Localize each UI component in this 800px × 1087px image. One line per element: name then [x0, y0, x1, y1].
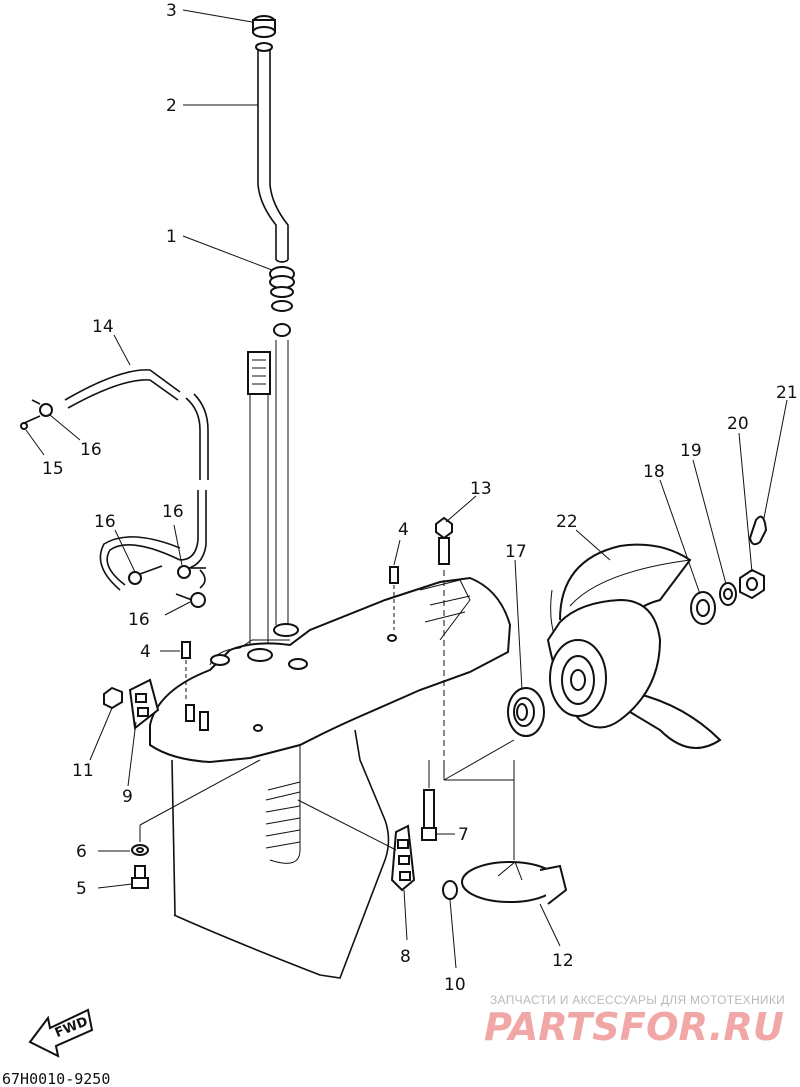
callout-7: 7 — [458, 825, 469, 845]
hose-assembly — [20, 369, 209, 608]
callout-12: 12 — [552, 951, 574, 971]
callout-13: 13 — [470, 479, 492, 499]
callout-1: 1 — [166, 227, 177, 247]
bolt-5-washer-6 — [131, 759, 261, 889]
callout-3: 3 — [166, 1, 177, 21]
callout-18: 18 — [643, 462, 665, 482]
callout-9: 9 — [122, 787, 133, 807]
fwd-arrow: FWD — [28, 1008, 94, 1058]
callout-4-right: 4 — [398, 520, 409, 540]
callout-16-top: 16 — [80, 440, 102, 460]
callout-8: 8 — [400, 947, 411, 967]
callout-6: 6 — [76, 842, 87, 862]
callout-20: 20 — [727, 414, 749, 434]
watermark: ЗАПЧАСТИ И АКСЕССУАРЫ ДЛЯ МОТОТЕХНИКИ PA… — [484, 993, 785, 1049]
callout-2: 2 — [166, 96, 177, 116]
callout-4-left: 4 — [140, 642, 151, 662]
gear-housing — [149, 576, 512, 979]
callout-22: 22 — [556, 512, 578, 532]
bolt-7 — [421, 760, 437, 841]
trim-tab-12 — [461, 760, 568, 905]
watermark-caption: ЗАПЧАСТИ И АКСЕССУАРЫ ДЛЯ МОТОТЕХНИКИ — [490, 993, 785, 1007]
callout-19: 19 — [680, 441, 702, 461]
drive-shaft — [247, 351, 271, 650]
dowel-pins — [181, 566, 399, 700]
bolt-10 — [418, 872, 458, 900]
callout-16-mid: 16 — [162, 502, 184, 522]
callout-10: 10 — [444, 975, 466, 995]
water-tube-assembly — [252, 15, 295, 625]
callout-15: 15 — [42, 459, 64, 479]
callout-5: 5 — [76, 879, 87, 899]
bolt-13 — [435, 516, 453, 760]
callout-labels: 3 2 1 14 16 15 16 16 16 4 4 13 17 22 18 … — [42, 1, 798, 995]
diagram-code: 67H0010-9250 — [2, 1070, 110, 1087]
callout-14: 14 — [92, 317, 114, 337]
watermark-brand: PARTSFOR.RU — [484, 1005, 784, 1049]
plate-9-nut-11 — [103, 678, 160, 730]
thrust-washer-17 — [443, 687, 545, 781]
propeller-hardware — [690, 515, 768, 625]
callout-16-left: 16 — [94, 512, 116, 532]
callout-11: 11 — [72, 761, 94, 781]
callout-21: 21 — [776, 383, 798, 403]
callout-17: 17 — [505, 542, 527, 562]
propeller-22 — [546, 543, 722, 749]
leader-lines — [25, 9, 788, 969]
anode-8 — [390, 824, 416, 892]
callout-16-low: 16 — [128, 610, 150, 630]
